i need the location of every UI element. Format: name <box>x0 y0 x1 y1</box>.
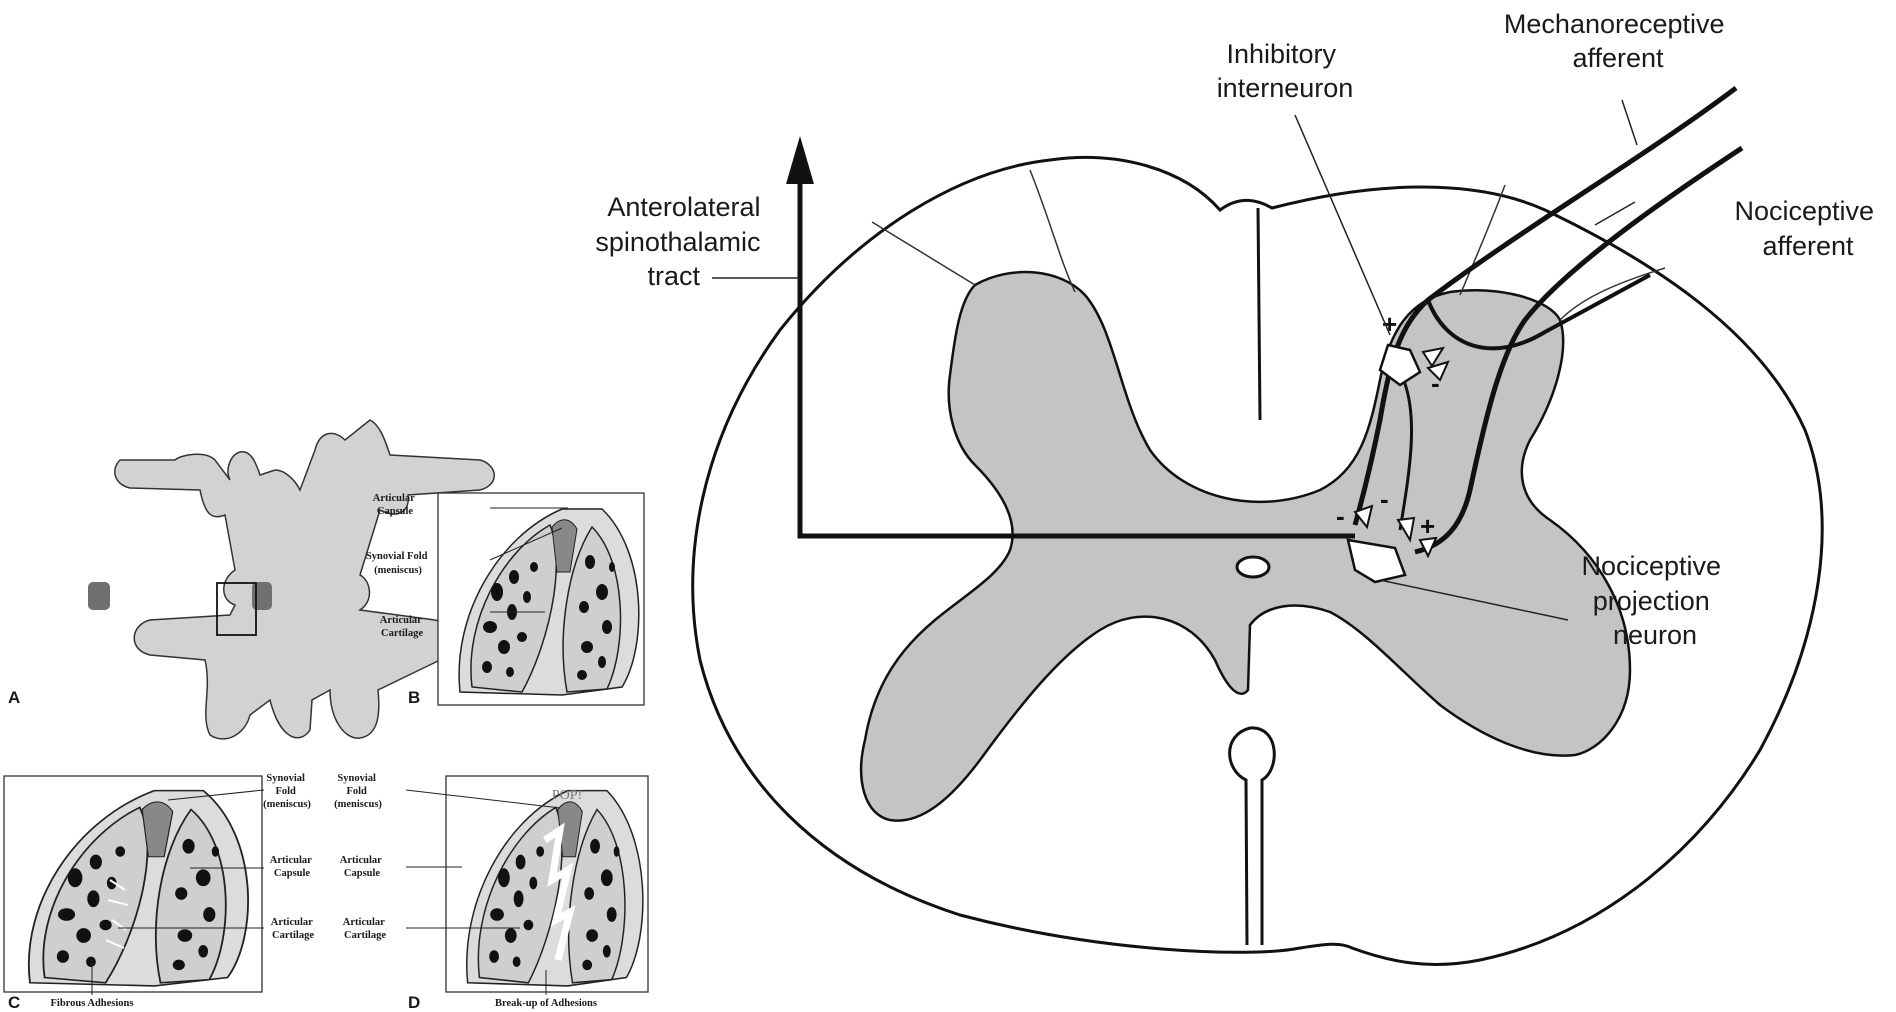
caption-break-up-of-adhesions: Break-up of Adhesions <box>495 998 597 1009</box>
panel-letter-c: C <box>8 993 20 1012</box>
panel-letter-b: B <box>408 688 420 707</box>
label-anterolateral-tract: Anterolateral spinothalamic tract <box>595 192 768 291</box>
vertebrae-drawing <box>115 420 494 739</box>
caption-fibrous-adhesions: Fibrous Adhesions <box>51 998 134 1009</box>
label-articular-capsule: Articular Capsule <box>340 855 384 879</box>
label-synovial-fold: Synovial Fold (meniscus) <box>366 551 430 576</box>
leader-line <box>1622 100 1637 145</box>
panel-letter-d: D <box>408 993 420 1012</box>
plus-sign: + <box>1420 511 1435 541</box>
label-articular-capsule: Articular Capsule <box>270 855 314 879</box>
minus-sign: - <box>1336 501 1345 531</box>
label-inhibitory-interneuron: Inhibitory interneuron <box>1217 39 1354 103</box>
spinal-cord-diagram: + - - - + Mechanoreceptive afferent Inhi… <box>595 9 1881 964</box>
label-articular-cartilage: Articular Cartilage <box>343 917 387 941</box>
panel-c-fibrous-adhesions: Synovial Fold (meniscus) Articular Capsu… <box>4 773 315 1012</box>
pop-label: POP! <box>552 788 582 803</box>
label-synovial-fold: Synovial Fold (meniscus) <box>263 773 311 810</box>
minus-sign: - <box>1431 368 1440 398</box>
label-mechanoreceptive-afferent: Mechanoreceptive afferent <box>1504 9 1732 73</box>
leader-line <box>1595 202 1635 225</box>
label-synovial-fold: Synovial Fold (meniscus) <box>334 773 382 810</box>
label-articular-cartilage: Articular Cartilage <box>271 917 315 941</box>
minus-sign: - <box>1380 484 1389 514</box>
facet-joint-left <box>88 582 110 610</box>
panel-a-vertebrae: A <box>8 420 494 739</box>
central-canal <box>1237 557 1269 577</box>
label-nociceptive-afferent: Nociceptive afferent <box>1734 196 1881 261</box>
panel-d-break-up-adhesions: POP! Synovial Fold (meniscus) Articular … <box>334 773 648 1012</box>
arrowhead <box>786 136 814 184</box>
panel-letter-a: A <box>8 688 20 707</box>
facet-joint-right <box>252 582 272 610</box>
dorsal-median-septum <box>1258 208 1260 420</box>
